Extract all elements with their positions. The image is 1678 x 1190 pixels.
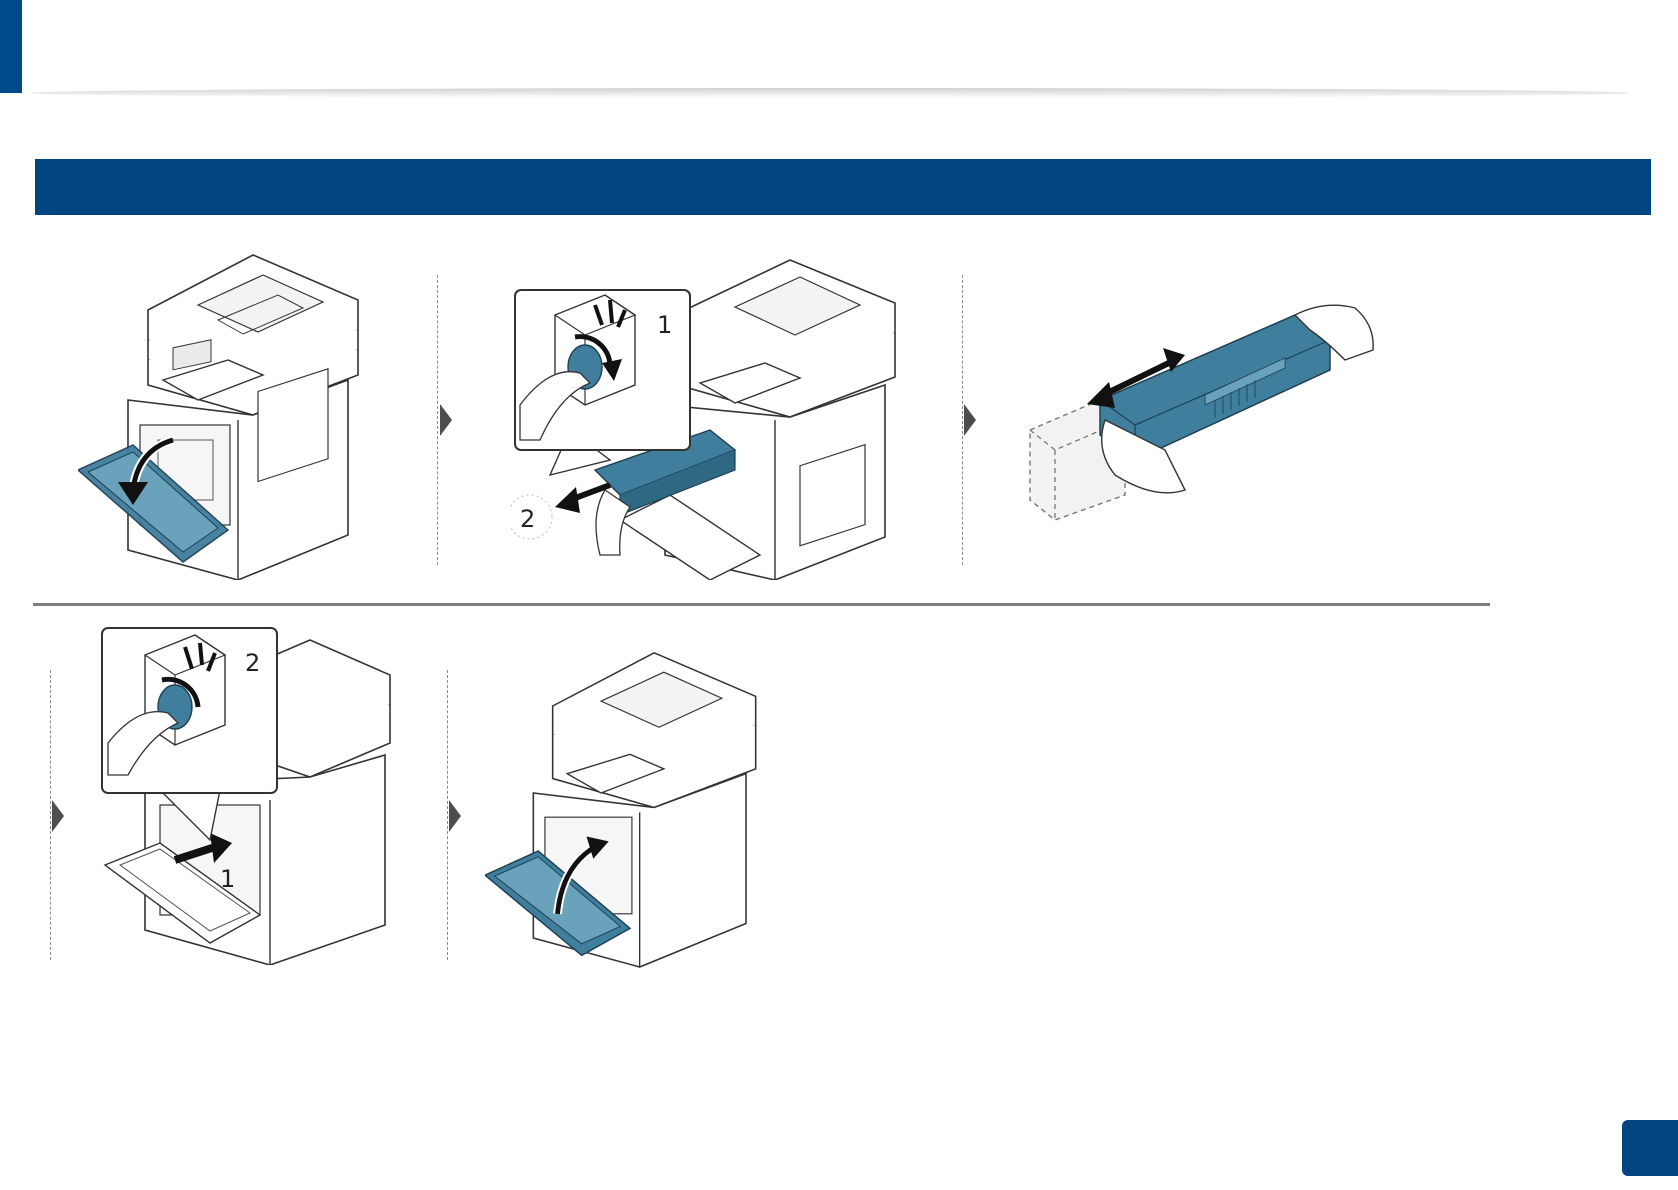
step-arrow-icon — [440, 404, 452, 436]
row-divider — [33, 603, 1490, 606]
callout-number: 1 — [220, 865, 235, 893]
top-accent-bar — [0, 0, 22, 93]
step-divider — [447, 670, 448, 960]
step-arrow-icon — [449, 800, 461, 832]
step-divider — [50, 670, 51, 960]
illustration-shake-toner-cartridge — [1025, 300, 1395, 530]
step-arrow-icon — [964, 404, 976, 436]
step-divider — [962, 275, 963, 565]
illustration-close-front-cover — [485, 645, 775, 970]
illustration-remove-toner-cartridge: 2 1 — [510, 255, 900, 580]
section-header-bar — [35, 159, 1651, 215]
step-divider — [437, 275, 438, 565]
header-divider — [30, 88, 1630, 98]
step-arrow-icon — [52, 800, 64, 832]
illustration-insert-toner-cartridge: 1 2 — [100, 625, 400, 965]
page-number-badge — [1622, 1120, 1678, 1176]
callout-number: 2 — [520, 505, 535, 533]
illustration-open-front-cover — [78, 250, 378, 580]
callout-number: 1 — [657, 311, 672, 339]
callout-number: 2 — [245, 649, 260, 677]
